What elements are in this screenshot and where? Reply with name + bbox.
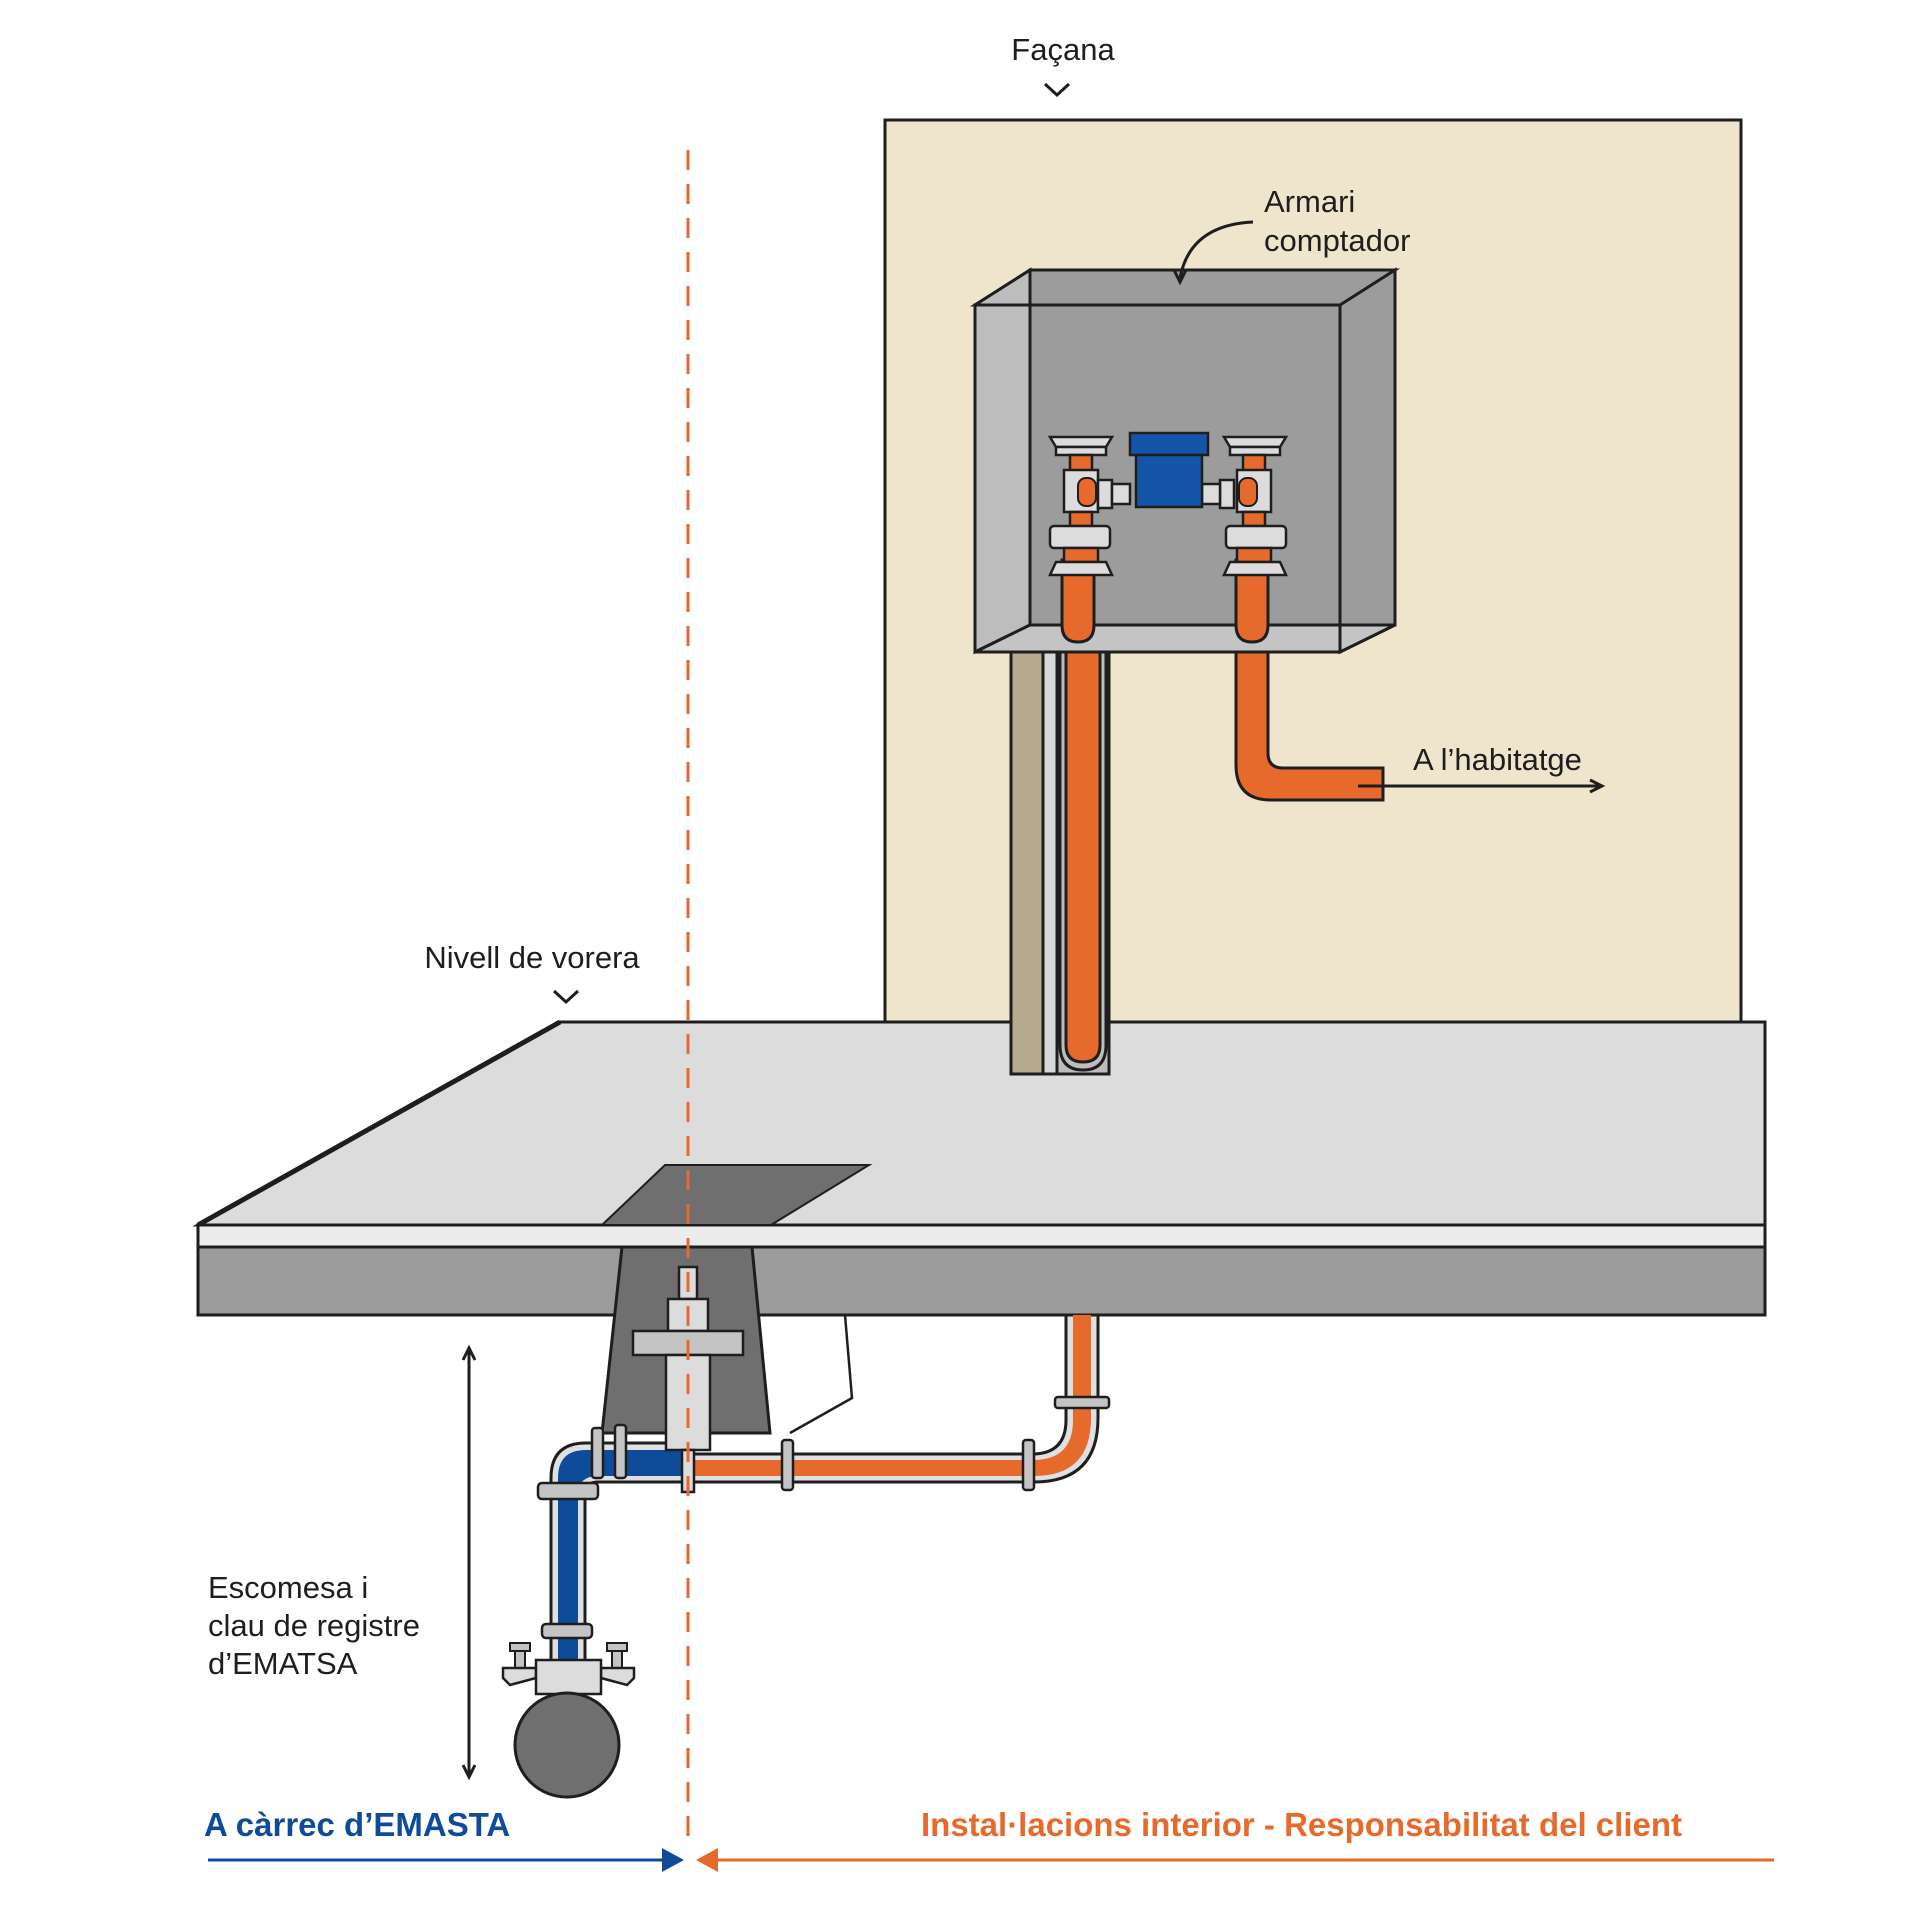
valve-box-cover [599,1164,873,1226]
meter-cabinet-label-line1: Armari [1264,184,1355,219]
facade-label-text: Façana [1011,32,1115,67]
facade-label: Façana [1011,32,1115,98]
sidewalk-slab [192,1019,1767,1317]
service-connection-label-line1: Escomesa i [208,1570,368,1605]
client-responsibility: Instal·lacions interior - Responsabilita… [696,1806,1774,1872]
pipe-clamps [536,1395,1111,1640]
client-arrow-icon [696,1848,718,1872]
meter-cabinet-label: Armari comptador [1172,184,1410,286]
meter-cabinet-arrow-icon [1172,269,1188,286]
right-valve [1221,435,1289,577]
meter-cabinet-pointer [1178,220,1254,279]
meter-cabinet-label-line2: comptador [1264,223,1410,258]
valve-stem [631,1265,745,1494]
depth-dimension [461,1344,477,1781]
depth-arrow-up-icon [461,1344,477,1361]
left-valve [1047,435,1115,577]
sidewalk-level-label: Nivell de vorera [424,940,640,1005]
service-connection-label-line3: d’EMATSA [208,1646,358,1681]
dwelling-label-text: A l’habitatge [1413,742,1582,777]
sidewalk-chevron-icon [552,989,580,1005]
main-pipe-connection [501,1642,636,1799]
facade-chevron-icon [1043,82,1071,98]
riser-conduit [1009,650,1111,1076]
water-meter [1096,431,1236,510]
company-arrow-icon [662,1848,684,1872]
sidewalk-level-label-text: Nivell de vorera [424,940,640,975]
depth-arrow-down-icon [461,1764,477,1781]
service-connection-label-line2: clau de registre [208,1608,420,1643]
company-responsibility: A càrrec d’EMASTA [204,1806,684,1872]
dwelling-arrow-icon [1589,778,1606,794]
client-responsibility-label: Instal·lacions interior - Responsabilita… [921,1806,1682,1843]
company-responsibility-label: A càrrec d’EMASTA [204,1806,510,1843]
service-connection-label: Escomesa i clau de registre d’EMATSA [208,1570,420,1681]
dwelling-label: A l’habitatge [1358,742,1606,794]
cabinet-pipes [1060,558,1270,644]
